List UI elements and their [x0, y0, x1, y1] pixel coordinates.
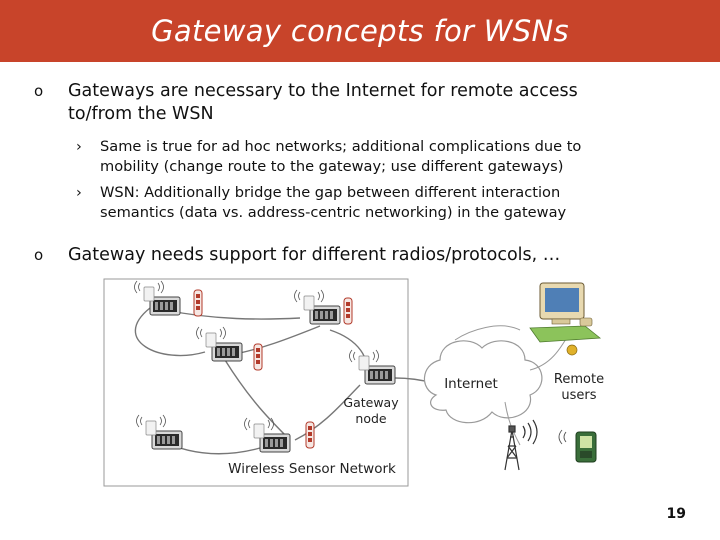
- cell-tower-icon: [504, 419, 538, 471]
- bullet-2-marker: o: [34, 246, 44, 264]
- wsn-label: Wireless Sensor Network: [228, 461, 396, 477]
- slide-title: Gateway concepts for WSNs: [151, 14, 569, 48]
- bullet-1-line-2: to/from the WSN: [68, 104, 214, 124]
- bullet-2-line-1: Gateway needs support for different radi…: [68, 245, 561, 265]
- bullet-1: o Gateways are necessary to the Internet…: [34, 80, 694, 126]
- bullet-1-line-1: Gateways are necessary to the Internet f…: [68, 81, 578, 101]
- title-bar: Gateway concepts for WSNs: [0, 0, 720, 62]
- gateway-diagram: Gateway node Wireless Sensor Network Int…: [103, 278, 604, 487]
- gateway-label-1: Gateway: [343, 395, 399, 410]
- page-number: 19: [666, 506, 686, 522]
- pda-icon: [558, 429, 597, 463]
- remote-users-label-2: users: [561, 388, 596, 403]
- bullet-1-marker: o: [34, 82, 44, 100]
- gateway-label-2: node: [355, 411, 387, 426]
- internet-cloud-icon: [423, 325, 571, 446]
- subbullet-2: › WSN: Additionally bridge the gap betwe…: [76, 183, 706, 223]
- subbullet-1: › Same is true for ad hoc networks; addi…: [76, 137, 706, 177]
- bullet-2: o Gateway needs support for different ra…: [34, 244, 694, 267]
- subbullet-2-marker: ›: [76, 184, 82, 201]
- subbullet-2-line-1: WSN: Additionally bridge the gap between…: [100, 184, 561, 201]
- subbullet-1-marker: ›: [76, 138, 82, 155]
- sensor-4-icon: [305, 421, 315, 449]
- sensor-1-icon: [193, 289, 203, 317]
- sensor-3-icon: [253, 343, 263, 371]
- subbullet-1-line-1: Same is true for ad hoc networks; additi…: [100, 138, 582, 155]
- subbullet-1-line-2: mobility (change route to the gateway; u…: [100, 158, 564, 175]
- remote-users-label-1: Remote: [554, 372, 604, 387]
- sensor-2-icon: [343, 297, 353, 325]
- internet-label: Internet: [444, 376, 498, 392]
- subbullet-2-line-2: semantics (data vs. address-centric netw…: [100, 204, 567, 221]
- computer-icon: [529, 282, 602, 356]
